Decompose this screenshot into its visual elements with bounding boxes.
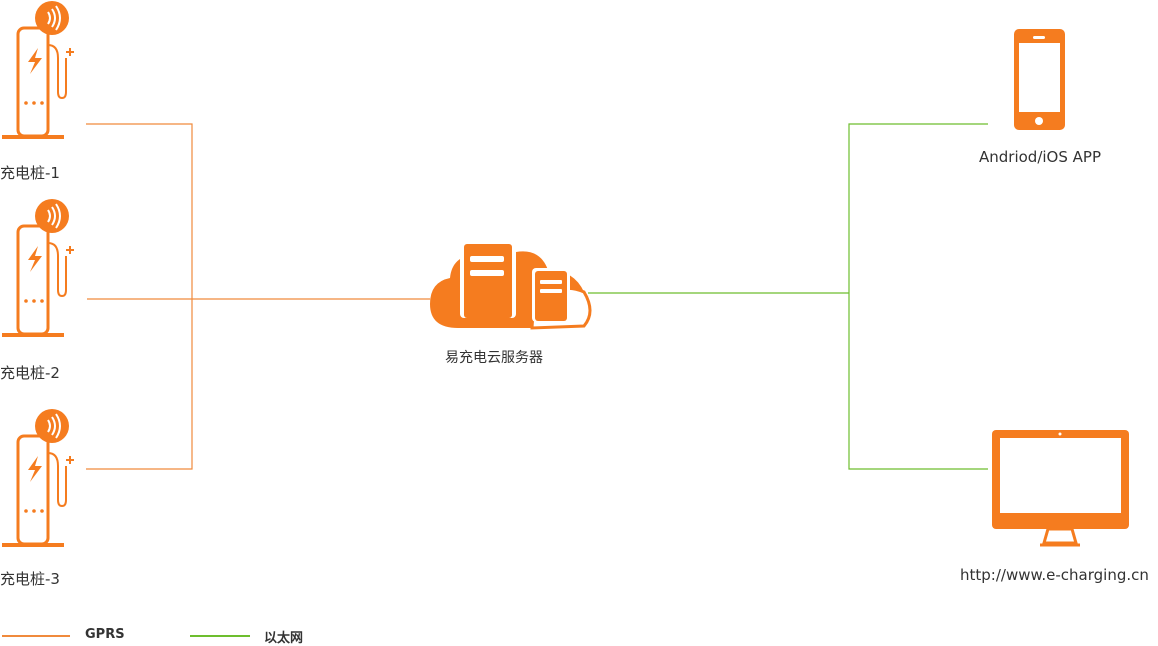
charger-1-label: 充电桩-1 xyxy=(0,164,60,182)
legend-ethernet-label: 以太网 xyxy=(264,631,304,646)
web-label: http://www.e-charging.cn xyxy=(960,566,1149,584)
desktop-monitor-icon xyxy=(992,430,1129,547)
charger-3-icon xyxy=(2,409,74,547)
gprs-connections xyxy=(86,123,430,470)
smartphone-icon xyxy=(1014,29,1065,130)
charger-3-label: 充电桩-3 xyxy=(0,570,60,588)
ethernet-line-clients xyxy=(848,123,988,470)
app-label: Andriod/iOS APP xyxy=(979,148,1101,166)
charger-1-icon xyxy=(2,1,74,139)
gprs-line-chargers-1-3 xyxy=(86,123,193,470)
server-label: 易充电云服务器 xyxy=(445,350,543,366)
charger-2-label: 充电桩-2 xyxy=(0,364,60,382)
charger-2-icon xyxy=(2,199,74,337)
ethernet-connections xyxy=(588,123,988,470)
legend-gprs-label: GPRS xyxy=(85,627,125,642)
cloud-server-icon xyxy=(430,240,592,330)
